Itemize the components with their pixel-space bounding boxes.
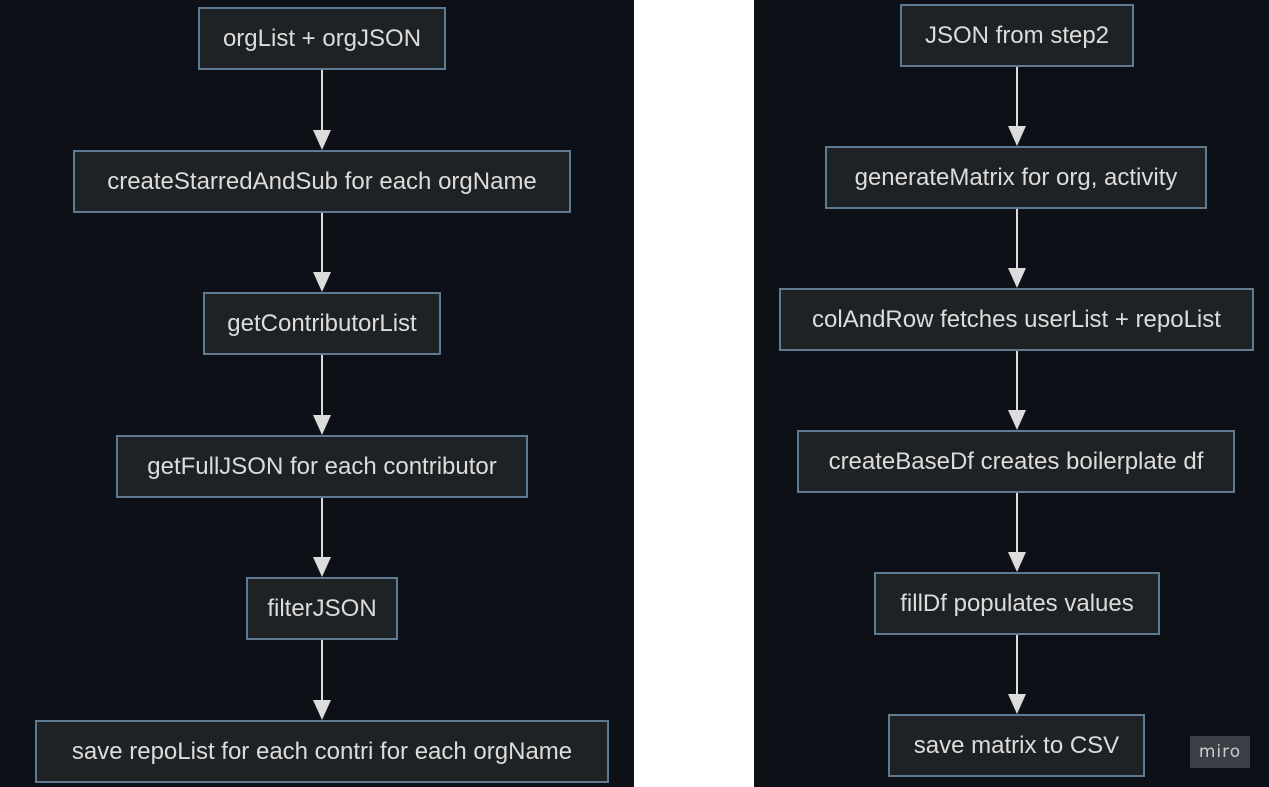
left-step-6-node[interactable]: save repoList for each contri for each o… bbox=[35, 720, 609, 783]
left-step-4-node[interactable]: getFullJSON for each contributor bbox=[116, 435, 528, 498]
right-step-6-node[interactable]: save matrix to CSV bbox=[888, 714, 1145, 777]
right-step-5-node[interactable]: fillDf populates values bbox=[874, 572, 1160, 635]
left-arrow-3 bbox=[313, 355, 331, 435]
right-arrow-1 bbox=[1008, 67, 1026, 146]
miro-watermark[interactable]: miro bbox=[1190, 736, 1250, 768]
right-step-3-node[interactable]: colAndRow fetches userList + repoList bbox=[779, 288, 1254, 351]
right-step-2-node[interactable]: generateMatrix for org, activity bbox=[825, 146, 1207, 209]
right-arrow-2 bbox=[1008, 209, 1026, 288]
left-arrow-4 bbox=[313, 498, 331, 577]
right-step-1-node[interactable]: JSON from step2 bbox=[900, 4, 1134, 67]
left-step-1-node[interactable]: orgList + orgJSON bbox=[198, 7, 446, 70]
left-step-5-node[interactable]: filterJSON bbox=[246, 577, 398, 640]
right-arrow-4 bbox=[1008, 493, 1026, 572]
right-arrow-5 bbox=[1008, 635, 1026, 714]
right-step-4-node[interactable]: createBaseDf creates boilerplate df bbox=[797, 430, 1235, 493]
left-step-3-node[interactable]: getContributorList bbox=[203, 292, 441, 355]
left-arrow-1 bbox=[313, 70, 331, 150]
right-arrow-3 bbox=[1008, 351, 1026, 430]
left-step-2-node[interactable]: createStarredAndSub for each orgName bbox=[73, 150, 571, 213]
left-arrow-5 bbox=[313, 640, 331, 720]
left-arrow-2 bbox=[313, 213, 331, 292]
